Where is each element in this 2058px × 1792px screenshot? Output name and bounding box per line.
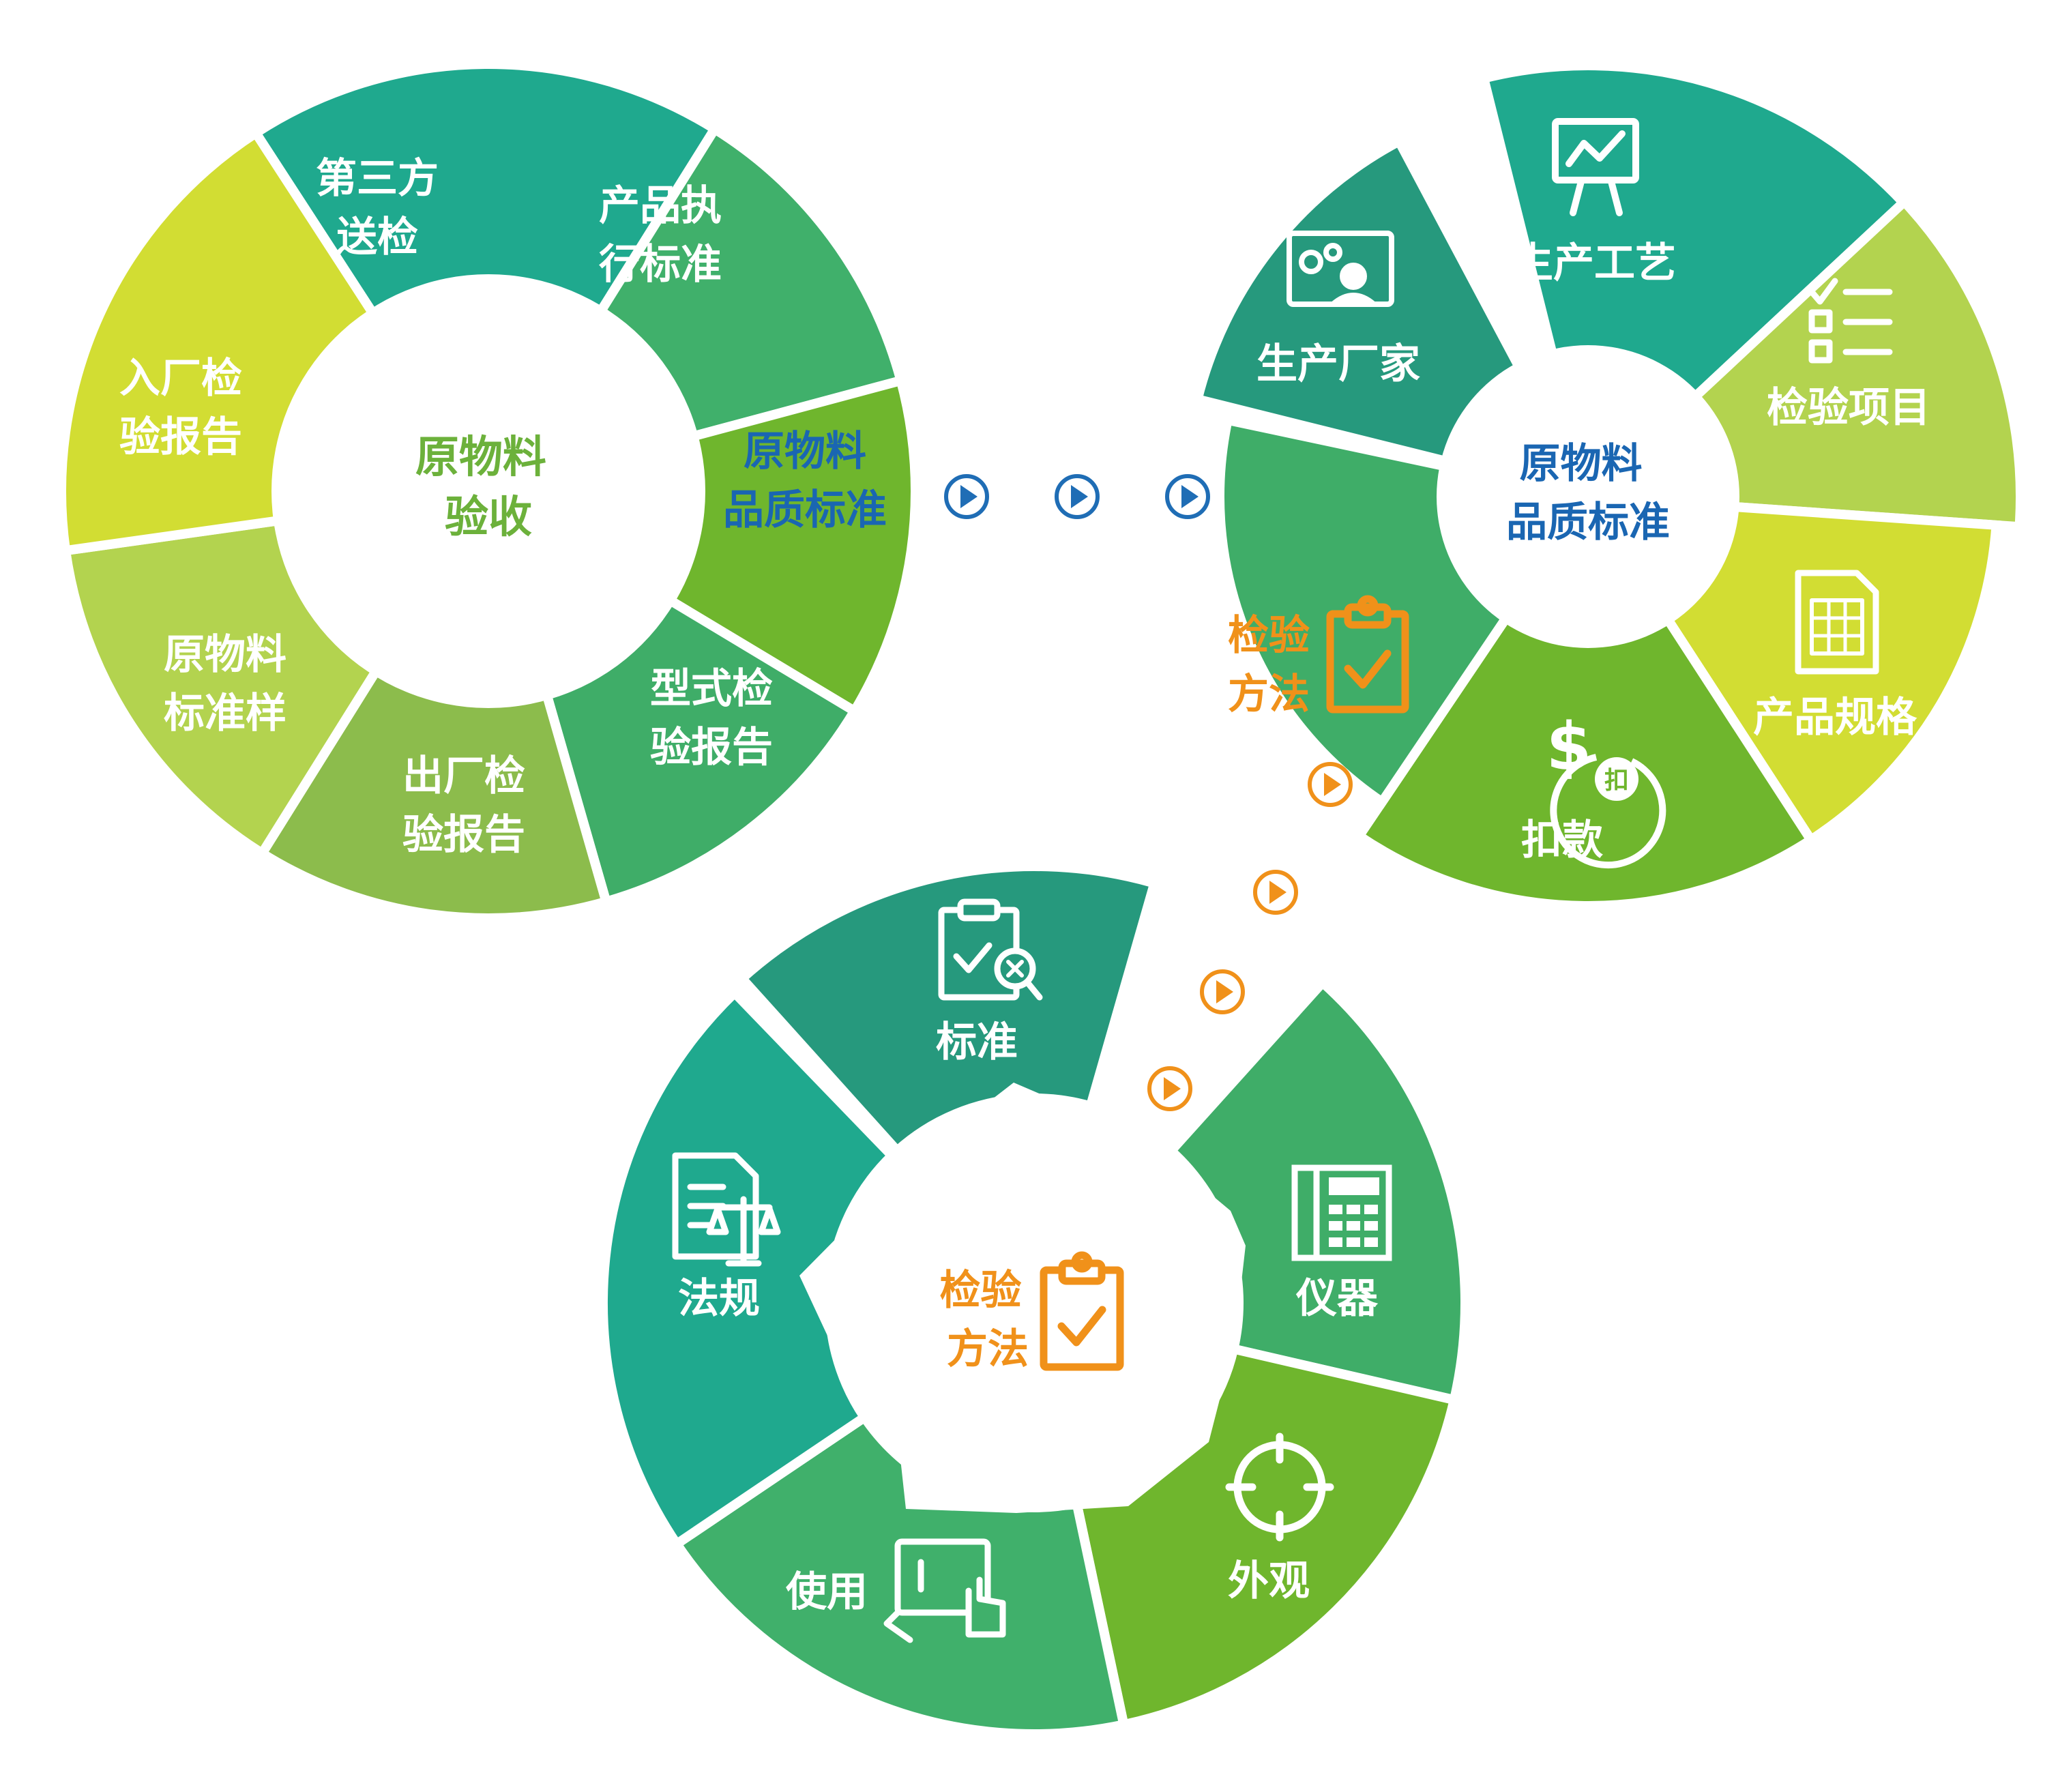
monitor-presenter-icon <box>1287 231 1394 307</box>
wheel-receiving-hub <box>271 274 705 708</box>
wheel-method-segment <box>735 862 1161 1158</box>
dollar-deduction-icon: $ 扣 <box>1546 709 1666 869</box>
connector-arrows-orange <box>1147 762 1353 1111</box>
checklist-icon <box>1808 278 1893 364</box>
segment-label-product-standard: 产品执行标准 <box>599 182 722 289</box>
wheel-standard-center-label: 原物料 品质标准 <box>1506 440 1670 546</box>
wheel-method-center-label: 检验 方法 <box>940 1267 1036 1373</box>
clipboard-check-icon <box>1326 595 1409 714</box>
wheel-receiving-center-label: 原物料 验收 <box>415 432 561 543</box>
segment-label-inspection-items: 检验项目 <box>1767 384 1930 432</box>
svg-text:$: $ <box>1546 709 1592 785</box>
instrument-keypad-icon <box>1291 1164 1392 1261</box>
segment-label-process: 生产工艺 <box>1512 239 1676 287</box>
arrow-right-blue-icon <box>1055 474 1100 519</box>
arrow-right-blue-icon <box>944 474 989 519</box>
arrow-right-orange-icon <box>1253 870 1298 915</box>
segment-label-type-test-report: 型式检验报告 <box>650 665 773 772</box>
center-line-2: 验收 <box>445 493 532 543</box>
arrow-right-orange-icon <box>1308 762 1353 807</box>
wheel-standard-hub <box>1437 345 1739 648</box>
center-clipboard-check-icon <box>1040 1251 1124 1371</box>
arrow-right-orange-icon <box>1200 969 1245 1014</box>
segment-label-third-party: 第三方送检 <box>316 155 439 261</box>
wheel-method: 检验 方法 <box>598 862 1470 1739</box>
wheel-standard: 原物料 品质标准 $ <box>1192 61 2025 911</box>
wheel-method-hub <box>799 1083 1246 1513</box>
arrow-right-orange-icon <box>1147 1066 1192 1111</box>
segment-label-incoming-report: 入厂检验报告 <box>119 355 242 461</box>
segment-label-product-spec: 产品规格 <box>1753 694 1917 741</box>
wheel-method-segments <box>598 862 1470 1739</box>
center-line-1: 原物料 <box>415 432 546 483</box>
segment-label-usage: 使用 <box>786 1568 868 1616</box>
segment-label-instrument: 仪器 <box>1295 1275 1379 1323</box>
segment-label-factory-release-report: 出厂检验报告 <box>402 752 525 859</box>
clipboard-search-icon <box>938 898 1043 1001</box>
segment-label-standard-sample: 原物料标准样 <box>164 631 286 737</box>
wheel-receiving: 原物料 验收 第三方送检 产品执行标准 原物料品质标准 型式检验报告 出厂检验报… <box>57 59 920 923</box>
segment-label-standard: 标准 <box>936 1018 1018 1066</box>
crosshair-icon <box>1225 1433 1334 1542</box>
segment-label-deduction: 扣款 <box>1521 817 1603 864</box>
law-document-icon <box>672 1152 781 1267</box>
arrow-right-blue-icon <box>1165 474 1210 519</box>
segment-label-inspection-method: 检验方法 <box>1228 612 1310 718</box>
touch-tablet-icon <box>883 1538 1006 1643</box>
easel-chart-icon <box>1552 118 1639 216</box>
spreadsheet-icon <box>1795 570 1879 675</box>
segment-label-manufacturer: 生产厂家 <box>1256 340 1420 388</box>
segment-label-material-quality-standard: 原物料品质标准 <box>723 428 887 534</box>
segment-label-regulation: 法规 <box>678 1275 760 1323</box>
deduction-badge: 扣 <box>1604 767 1629 795</box>
segment-label-appearance: 外观 <box>1228 1557 1310 1605</box>
